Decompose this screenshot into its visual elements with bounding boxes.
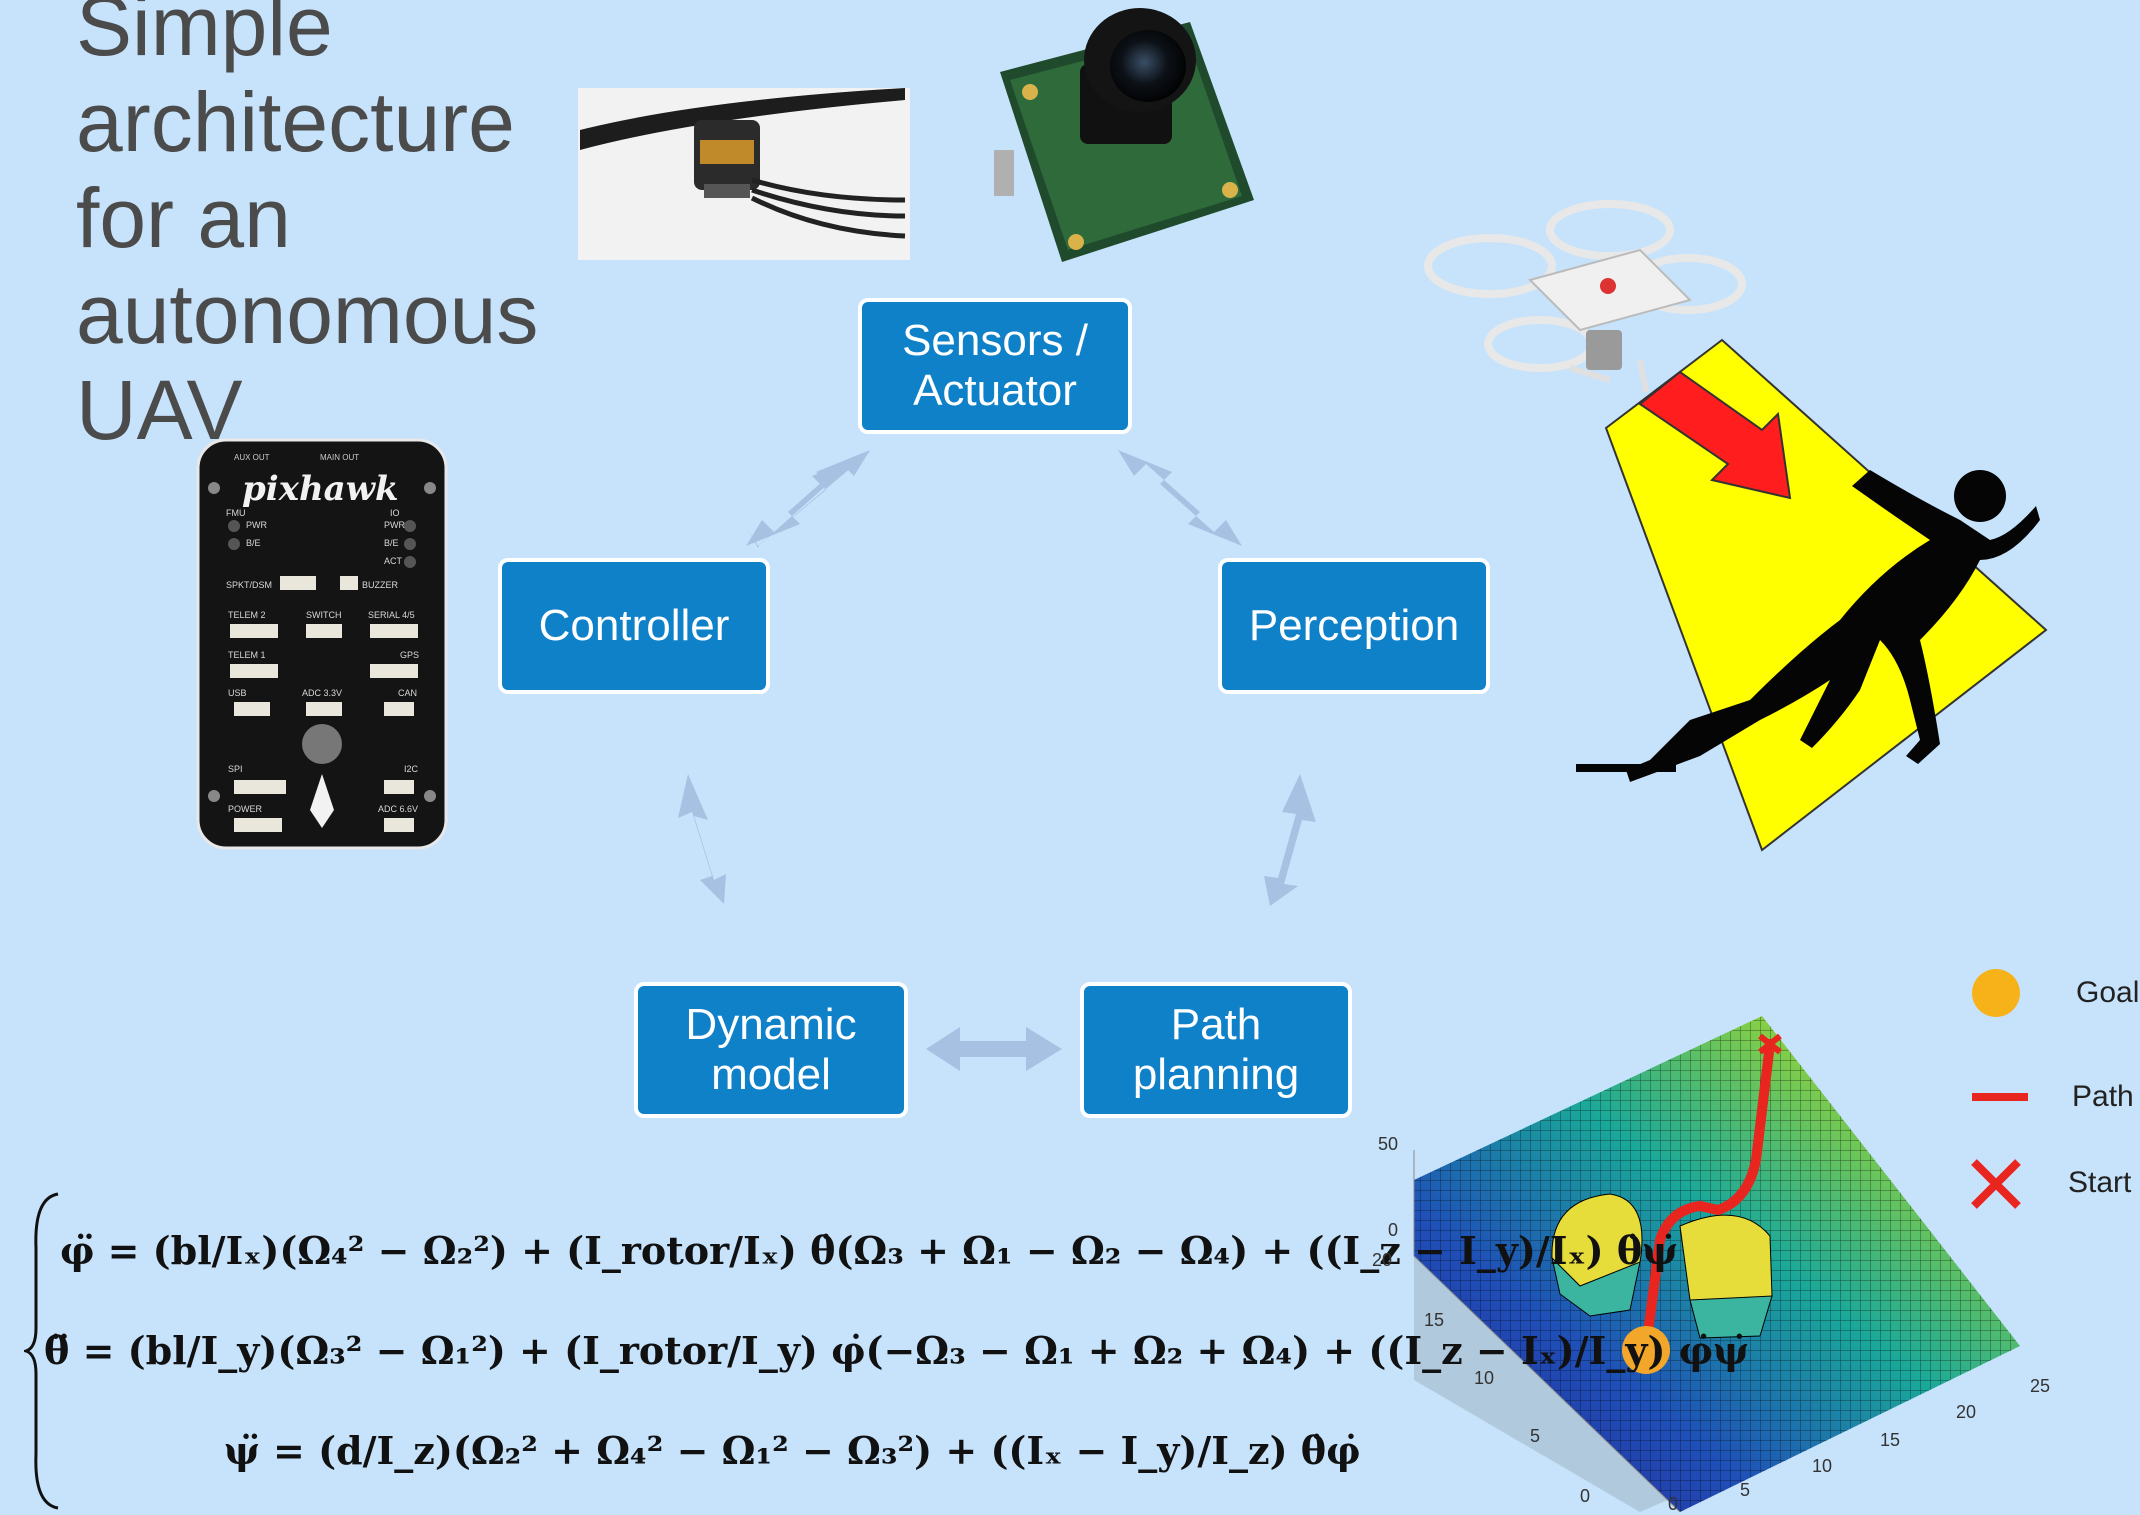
equations-of-motion: φ̈ = (bl/Iₓ)(Ω₄² − Ω₂²) + (I_rotor/Iₓ) θ…	[24, 1188, 1749, 1514]
pixhawk-aux-out-label: AUX OUT	[234, 453, 270, 462]
pixhawk-port-label: CAN	[398, 688, 417, 698]
pixhawk-port-label: B/E	[246, 538, 261, 548]
camera-module-image	[994, 8, 1254, 262]
legend-start-label: Start	[2068, 1166, 2132, 1199]
x-tick: 10	[1812, 1456, 1833, 1476]
arrow-sensors-controller	[746, 450, 870, 548]
node-path-line-1: Path	[1170, 1000, 1262, 1049]
arrow-controller-dynamic	[678, 774, 726, 904]
legend-goal-label: Goal	[2076, 976, 2140, 1009]
equation-theta: θ̈ = (bl/I_y)(Ω₃² − Ω₁²) + (I_rotor/I_y)…	[44, 1328, 1749, 1373]
x-tick: 25	[2030, 1376, 2051, 1396]
equation-psi: ψ̈ = (d/I_z)(Ω₂² + Ω₄² − Ω₁² − Ω₃²) + ((…	[224, 1428, 1361, 1473]
pixhawk-logo: pixhawk	[242, 469, 399, 509]
z-tick: 0	[1388, 1220, 1399, 1240]
pixhawk-port-label: SPI	[228, 764, 243, 774]
title-line-4: autonomous	[76, 267, 539, 361]
pixhawk-flight-controller-image: AUX OUT MAIN OUT pixhawk FMU PWR B/E IO …	[196, 438, 448, 850]
node-perception: Perception	[1218, 558, 1490, 694]
x-tick: 5	[1740, 1480, 1751, 1500]
y-tick: 10	[1474, 1368, 1495, 1388]
arrow-dynamic-path	[926, 1027, 1062, 1071]
pixhawk-port-label: IO	[390, 508, 400, 518]
title-line-2: architecture	[76, 75, 515, 169]
running-person-icon	[1576, 470, 2040, 782]
x-tick: 0	[1668, 1494, 1679, 1514]
title-line-1: Simple	[76, 0, 333, 73]
pixhawk-port-label: ADC 6.6V	[378, 804, 418, 814]
pixhawk-port-label: SERIAL 4/5	[368, 610, 415, 620]
pixhawk-port-label: ADC 3.3V	[302, 688, 342, 698]
pixhawk-port-label: USB	[228, 688, 247, 698]
title-line-3: for an	[76, 171, 291, 265]
node-sensors-line-2: Actuator	[913, 366, 1077, 415]
slide-title: Simple architecture for an autonomous UA…	[76, 0, 539, 458]
x-tick: 20	[1956, 1402, 1977, 1422]
z-tick: 50	[1378, 1134, 1399, 1154]
arrow-sensors-perception	[1118, 450, 1242, 546]
y-tick: 15	[1424, 1310, 1445, 1330]
pixhawk-port-label: PWR	[246, 520, 267, 530]
drone-icon	[1424, 200, 1746, 393]
node-perception-label: Perception	[1248, 601, 1460, 650]
path-planning-surface-plot	[1413, 969, 2028, 1513]
pixhawk-port-label: PWR	[384, 520, 405, 530]
y-tick: 5	[1530, 1426, 1541, 1446]
node-dynamic-model: Dynamic model	[634, 982, 908, 1118]
node-controller-label: Controller	[538, 601, 730, 650]
legend-goal-icon	[1972, 969, 2020, 1017]
arrow-perception-path	[1264, 774, 1316, 906]
pixhawk-port-label: SWITCH	[306, 610, 342, 620]
planned-path-line	[1641, 1039, 1775, 1353]
node-dynamic-line-1: Dynamic	[685, 1000, 857, 1049]
pixhawk-main-out-label: MAIN OUT	[320, 453, 359, 462]
legend-start-icon	[1971, 1159, 2021, 1209]
equation-brace-icon	[24, 1192, 59, 1510]
pixhawk-port-label: TELEM 1	[228, 650, 266, 660]
node-path-planning: Path planning	[1080, 982, 1352, 1118]
legend-path-label: Path	[2072, 1080, 2134, 1113]
pixhawk-port-label: FMU	[226, 508, 246, 518]
motor-propeller-image	[578, 88, 910, 260]
pixhawk-port-label: GPS	[400, 650, 419, 660]
node-sensors-line-1: Sensors /	[902, 316, 1088, 365]
node-sensors-actuator: Sensors / Actuator	[858, 298, 1132, 434]
pixhawk-port-label: ACT	[384, 556, 403, 566]
equation-phi: φ̈ = (bl/Iₓ)(Ω₄² − Ω₂²) + (I_rotor/Iₓ) θ…	[60, 1228, 1678, 1273]
start-marker-on-plot	[1758, 1033, 1782, 1055]
pixhawk-port-label: POWER	[228, 804, 263, 814]
node-controller: Controller	[498, 558, 770, 694]
y-tick: 20	[1372, 1250, 1393, 1270]
pixhawk-port-label: I2C	[404, 764, 419, 774]
goal-marker-on-plot	[1622, 1326, 1670, 1374]
drone-perception-image	[1424, 200, 2048, 852]
x-tick: 15	[1880, 1430, 1901, 1450]
y-tick: 0	[1580, 1486, 1591, 1506]
pixhawk-port-label: TELEM 2	[228, 610, 266, 620]
node-dynamic-line-2: model	[711, 1050, 831, 1099]
pixhawk-port-label: SPKT/DSM	[226, 580, 272, 590]
pixhawk-port-label: B/E	[384, 538, 399, 548]
pixhawk-port-label: BUZZER	[362, 580, 399, 590]
node-path-line-2: planning	[1132, 1050, 1300, 1099]
